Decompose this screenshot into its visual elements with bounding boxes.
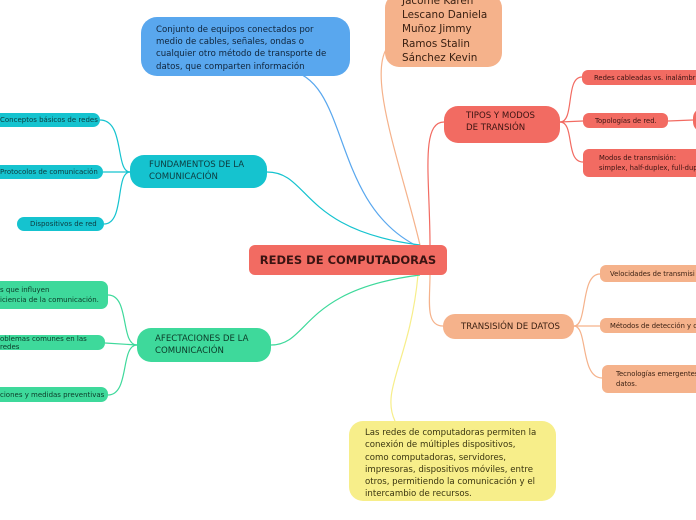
- link-r2-side: [667, 119, 694, 122]
- tipos-item-label: Topologías de red.: [595, 116, 657, 125]
- summary-text: Las redes de computadoras permiten la co…: [365, 428, 537, 500]
- central-title: REDES DE COMPUTADORAS: [259, 253, 437, 267]
- afectaciones-label: AFECTACIONES DE LA COMUNICACIÓN: [155, 334, 249, 356]
- tipos-item-label: Redes cableadas vs. inalámbri: [594, 73, 696, 82]
- fundamentos-item-label: Conceptos básicos de redes: [0, 116, 98, 124]
- transision-label: TRANSISIÓN DE DATOS: [461, 321, 561, 332]
- afectaciones-item-label: ciones y medidas preventivas: [0, 390, 105, 399]
- tipos-item-label: Modos de transmisión: simplex, half-dupl…: [599, 154, 696, 172]
- central-topic[interactable]: REDES DE COMPUTADORAS: [249, 245, 447, 275]
- transision-node[interactable]: TRANSISIÓN DE DATOS: [443, 314, 574, 339]
- tipos-item[interactable]: Topologías de red.: [583, 113, 668, 128]
- link-afect-g1: [107, 294, 138, 346]
- definition-text: Conjunto de equipos conectados por medio…: [156, 25, 327, 72]
- link-fund-c1: [99, 119, 131, 173]
- link-afect-g2: [104, 342, 138, 346]
- link-afect-g3: [107, 344, 138, 396]
- link-tipos-r3: [559, 121, 584, 163]
- link-central-tipos: [427, 121, 445, 246]
- tipos-label: TIPOS Y MODOS DE TRANSIÓN: [466, 111, 535, 133]
- link-trans-p1: [573, 273, 601, 327]
- link-central-afectaciones: [270, 274, 421, 346]
- fundamentos-node[interactable]: FUNDAMENTOS DE LA COMUNICACIÓN: [130, 155, 267, 188]
- fundamentos-item-label: Protocolos de comunicación: [0, 168, 98, 176]
- transision-item[interactable]: Tecnologías emergentes datos.: [602, 365, 696, 393]
- link-tipos-r2: [559, 120, 584, 123]
- transision-item-label: Tecnologías emergentes datos.: [616, 370, 696, 388]
- link-central-definition: [287, 69, 416, 246]
- afectaciones-item-label: oblemas comunes en las redes: [0, 334, 87, 351]
- afectaciones-item[interactable]: ciones y medidas preventivas: [0, 387, 108, 402]
- fundamentos-item[interactable]: Protocolos de comunicación: [0, 165, 103, 179]
- tipos-item[interactable]: Modos de transmisión: simplex, half-dupl…: [583, 149, 696, 177]
- afectaciones-item-label: s que influyen iciencia de la comunicaci…: [0, 286, 99, 304]
- fundamentos-item[interactable]: Dispositivos de red: [17, 217, 104, 231]
- afectaciones-node[interactable]: AFECTACIONES DE LA COMUNICACIÓN: [137, 328, 271, 362]
- fundamentos-item[interactable]: Conceptos básicos de redes: [0, 113, 100, 127]
- authors-text: Jacome Karen Lescano Daniela Muñoz Jimmy…: [402, 0, 488, 64]
- link-tipos-r1: [559, 76, 583, 123]
- afectaciones-item[interactable]: oblemas comunes en las redes: [0, 334, 105, 351]
- link-central-fundamentos: [266, 171, 421, 246]
- link-trans-p3: [573, 325, 603, 379]
- tipos-item[interactable]: Redes cableadas vs. inalámbri: [582, 70, 696, 85]
- fundamentos-label: FUNDAMENTOS DE LA COMUNICACIÓN: [149, 160, 245, 182]
- link-central-authors: [380, 39, 421, 246]
- fundamentos-item-label: Dispositivos de red: [30, 220, 97, 228]
- authors-node[interactable]: Jacome Karen Lescano Daniela Muñoz Jimmy…: [385, 0, 502, 67]
- link-central-transision: [428, 274, 444, 327]
- tipos-node[interactable]: TIPOS Y MODOS DE TRANSIÓN: [444, 106, 560, 143]
- transision-item-label: Velocidades de transmisi: [610, 269, 695, 278]
- link-fund-c3: [103, 171, 131, 225]
- definition-node[interactable]: Conjunto de equipos conectados por medio…: [141, 17, 350, 76]
- transision-item[interactable]: Velocidades de transmisi: [600, 265, 696, 282]
- tipos-subnode[interactable]: [693, 108, 696, 132]
- summary-node[interactable]: Las redes de computadoras permiten la co…: [349, 421, 556, 501]
- link-central-summary: [390, 274, 419, 422]
- transision-item[interactable]: Métodos de detección y c: [600, 318, 696, 333]
- transision-item-label: Métodos de detección y c: [610, 321, 696, 330]
- afectaciones-item[interactable]: s que influyen iciencia de la comunicaci…: [0, 281, 108, 309]
